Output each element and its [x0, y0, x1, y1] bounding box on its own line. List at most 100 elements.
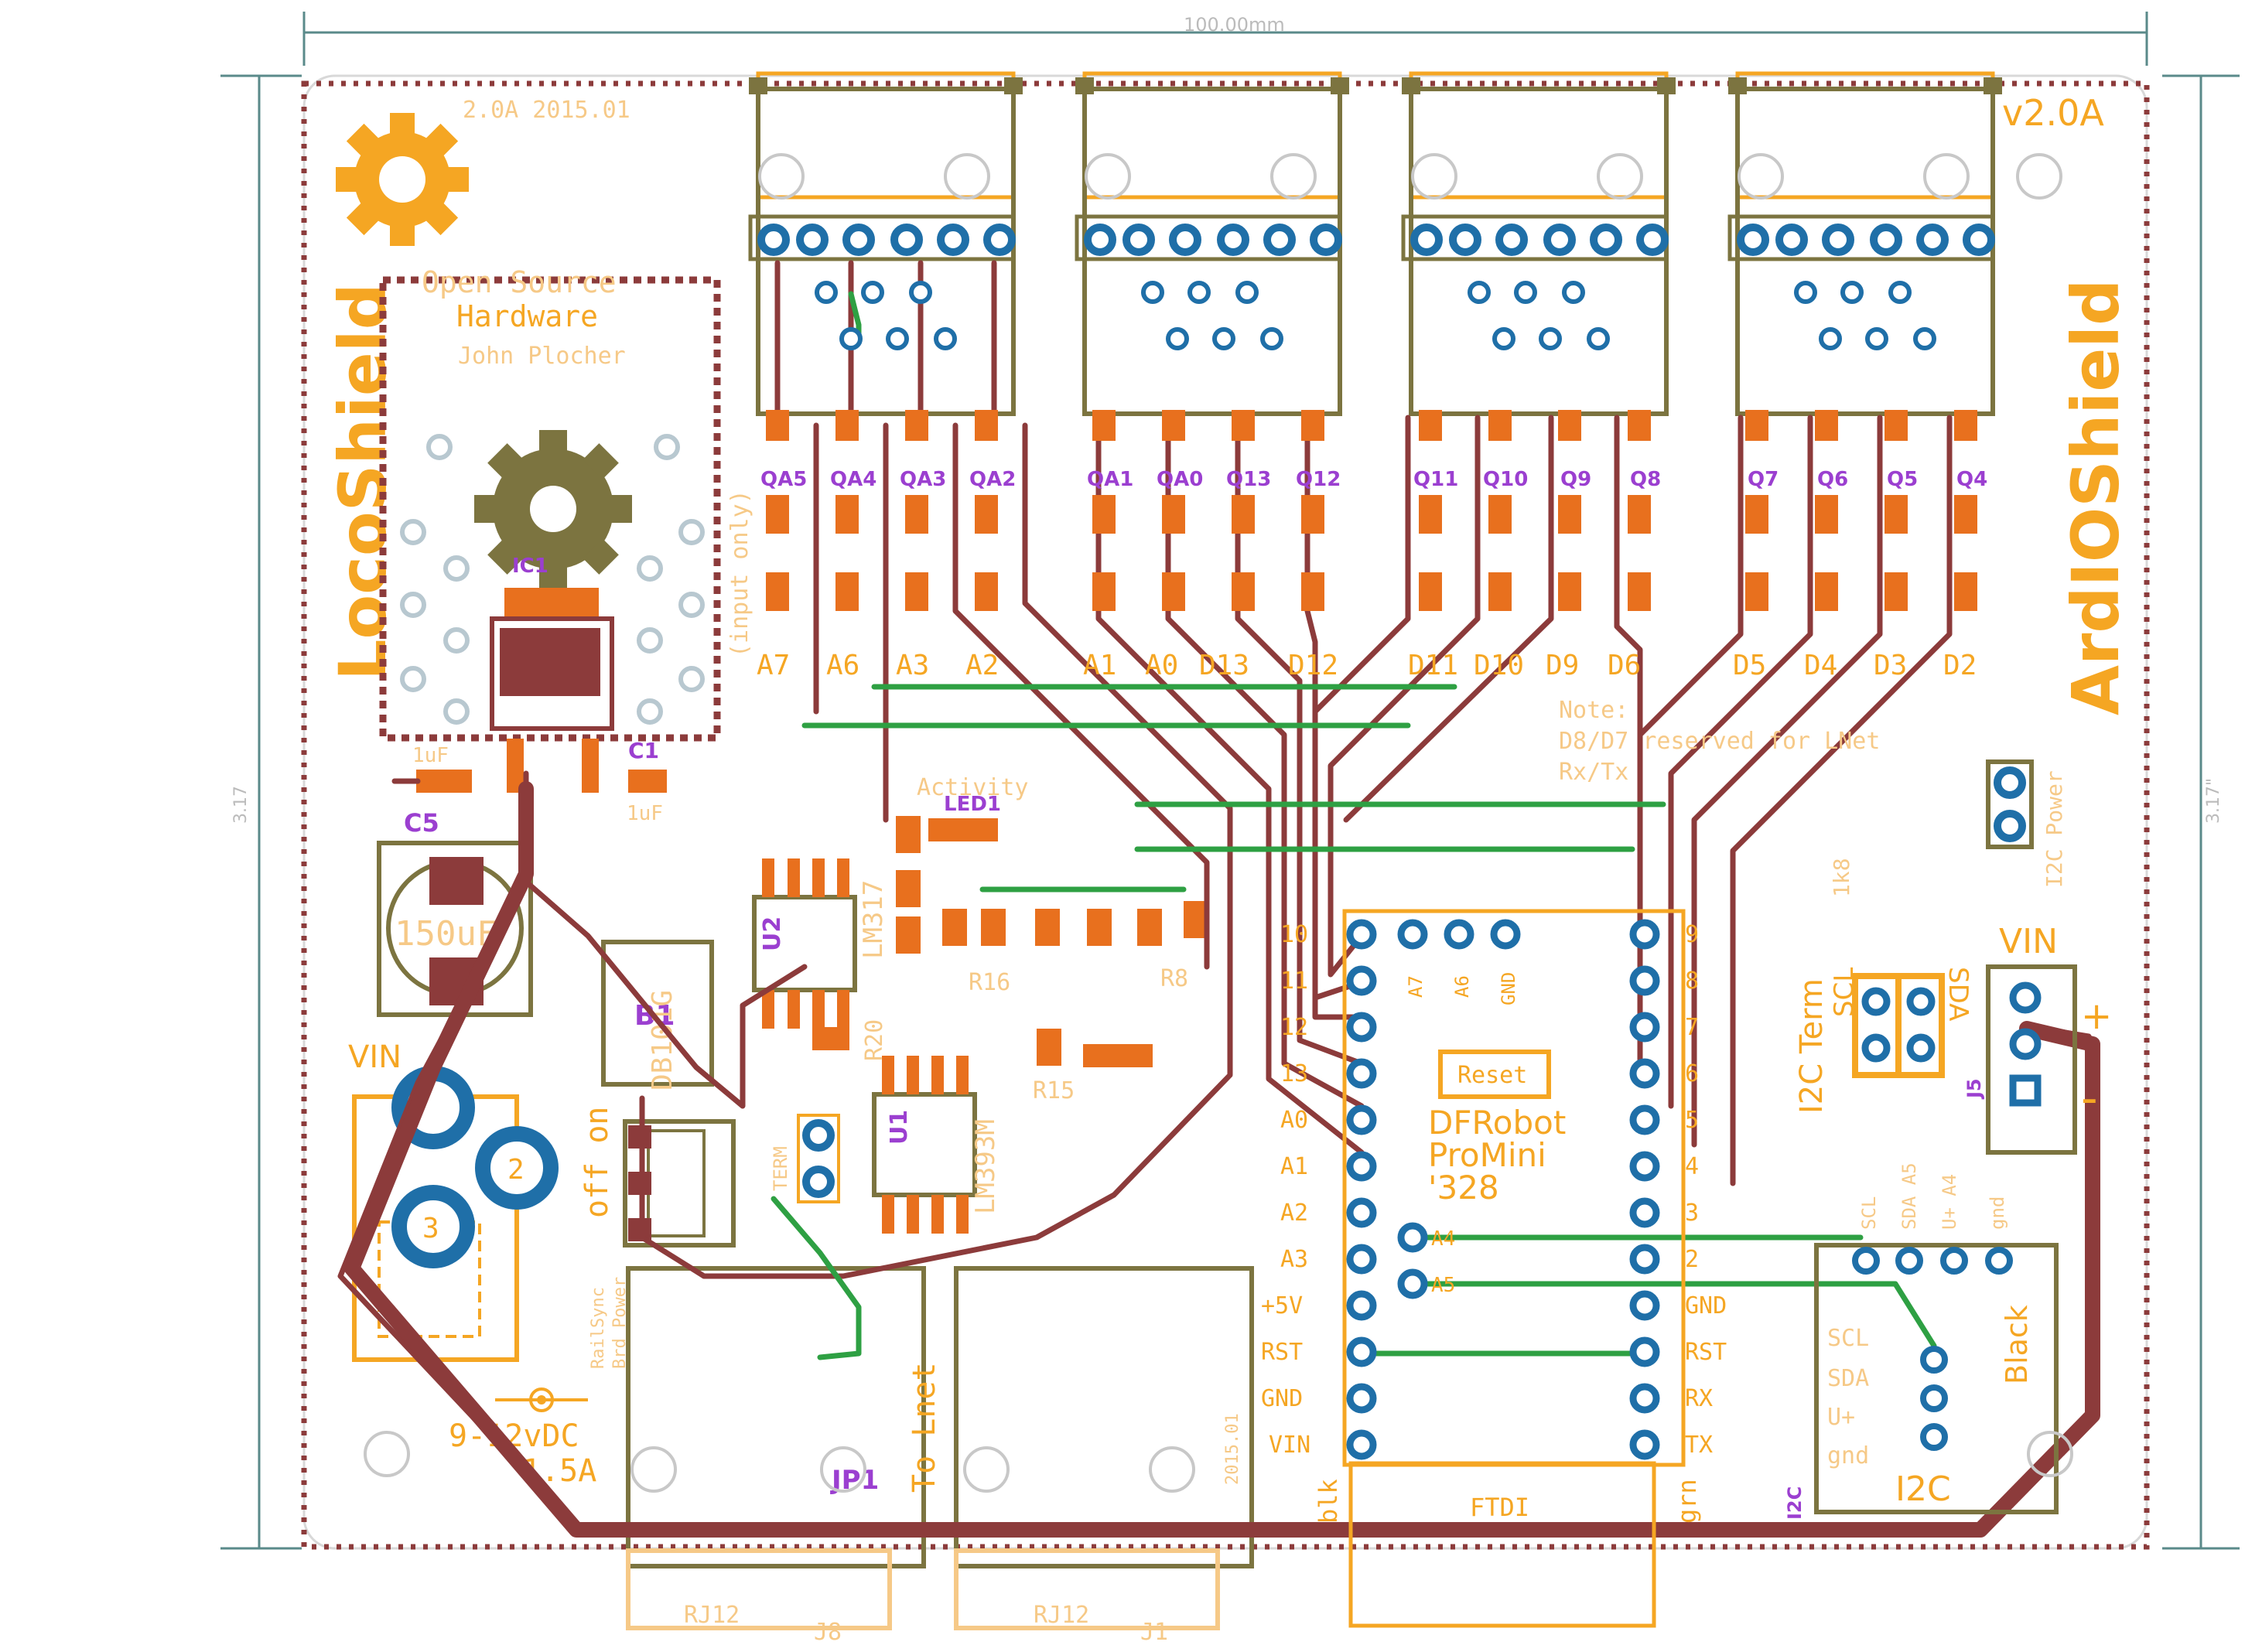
port-label: A6: [826, 650, 859, 681]
version-label: v2.0A: [2002, 92, 2104, 134]
resistor-label: QA5: [760, 468, 807, 491]
railsync-label: RailSync: [589, 1287, 608, 1369]
pin-label: 8: [1685, 968, 1699, 995]
j8-label: J8: [814, 1619, 842, 1646]
dimension-lines: [220, 12, 2240, 1550]
c5-pad-top: [429, 857, 484, 905]
j5-pads: [2009, 981, 2042, 1107]
power-switch-body: [647, 1129, 706, 1237]
vin-terminal-inner: [378, 1220, 481, 1338]
u1-outline: [872, 1092, 977, 1197]
u2-outline: [752, 895, 857, 992]
i2c-power-label: I2C Power: [2042, 770, 2067, 888]
pin-label: 11: [1280, 968, 1308, 995]
r1k8-label: 1k8: [1829, 858, 1854, 897]
osh-vias: [400, 434, 705, 725]
port-label: A3: [896, 650, 929, 681]
i2c-pin-label: U+: [1827, 1404, 1855, 1431]
mounting-holes: [364, 153, 2073, 1493]
r20-label: R20: [861, 1019, 888, 1061]
rj12-left-label: RJ12: [684, 1602, 740, 1629]
vin-conn-label: VIN: [1999, 922, 2058, 961]
ic1-label: IC1: [512, 555, 548, 578]
to-lnet-label: To Lnet: [907, 1362, 942, 1493]
port-label: A2: [965, 650, 999, 681]
resistor-label: Q4: [1956, 468, 1987, 491]
dimension-height-right-label: 3.17": [2204, 778, 2223, 824]
resistor-label: Q13: [1226, 468, 1271, 491]
c1-value: 1uF: [627, 802, 663, 825]
pin-label: 3: [1685, 1200, 1699, 1227]
port-label: D4: [1804, 650, 1837, 681]
power-switch-outline: [623, 1119, 736, 1248]
pin-label: RX: [1685, 1385, 1713, 1412]
pads-top-rows: [757, 224, 1995, 350]
off-on-label: off on: [579, 1107, 615, 1219]
i2c-top-label: SCL: [1858, 1196, 1880, 1230]
reset-button[interactable]: [1438, 1050, 1551, 1099]
term-label: TERM: [770, 1146, 791, 1191]
i2c-term-block: [1852, 973, 1945, 1078]
pin-label: RST: [1685, 1339, 1727, 1366]
i2c-header-outline: [1814, 1243, 2059, 1514]
u1-label: U1: [886, 1110, 913, 1145]
promini-right-pin-labels: 9 8 7 6 5 4 3 2 GND RST RX TX: [1685, 921, 1727, 1459]
polarity-icon: [495, 1387, 588, 1412]
pin-label: A4: [1431, 1227, 1455, 1251]
blk-label: blk: [1314, 1479, 1343, 1524]
osh-line2: Hardware: [456, 299, 598, 333]
center-resistors: [812, 816, 1208, 1067]
pin-label: A1: [1280, 1153, 1308, 1180]
vin-terminal-pad-2: [475, 1126, 559, 1210]
pin-label: A6: [1451, 975, 1473, 998]
vin-terminal-pad-3: [391, 1185, 475, 1268]
i2c-top-label: SDA A5: [1898, 1162, 1920, 1230]
pin-label: VIN: [1269, 1432, 1310, 1459]
c5-value: 150uF: [395, 914, 497, 954]
gear-icon: [474, 430, 632, 588]
osh-box: [379, 276, 721, 742]
resistor-label: Q7: [1748, 468, 1779, 491]
version-date: 2.0A 2015.01: [463, 97, 630, 124]
port-label: D12: [1288, 650, 1338, 681]
pin-label: 13: [1280, 1060, 1308, 1087]
j5-label: J5: [1963, 1078, 1985, 1100]
sda-label: SDA: [1943, 967, 1973, 1021]
rj12-right-outline: [954, 1266, 1254, 1568]
port-label: D5: [1733, 650, 1766, 681]
port-label: D10: [1474, 650, 1524, 681]
resistor-columns: [766, 410, 1977, 611]
note-line-1: Note:: [1559, 697, 1628, 724]
input-only-note: (input only): [726, 490, 753, 657]
led1-label: LED1: [944, 793, 1001, 816]
vin-terminal-3-label: 3: [422, 1213, 439, 1244]
ftdi-label: FTDI: [1470, 1493, 1529, 1522]
j1-label: J1: [1140, 1619, 1168, 1646]
r8-label: R8: [1160, 965, 1188, 992]
port-label: D13: [1199, 650, 1249, 681]
resistor-label: Q8: [1630, 468, 1661, 491]
port-label: A1: [1083, 650, 1116, 681]
i2c-header-pads: [1852, 1247, 2013, 1451]
i2c-pin-label: gnd: [1827, 1442, 1869, 1469]
top-rj-connectors: [748, 71, 2002, 416]
activity-label: Activity: [917, 774, 1029, 801]
promini-left-pin-labels: 10 11 12 13 A0 A1 A2 A3 +5V RST GND VIN: [1261, 921, 1310, 1459]
date-stamp: 2015.01: [1223, 1413, 1242, 1485]
rj12-left-outline: [626, 1266, 926, 1568]
i2c-term-label: I2C Term: [1794, 978, 1830, 1114]
promini-line1: DFRobot: [1428, 1104, 1566, 1142]
resistor-label: Q6: [1817, 468, 1848, 491]
i2c-header-labels: SCL SDA U+ gnd SCL SDA A5 U+ A4 gnd: [1827, 1162, 2008, 1469]
pin-label: 2: [1685, 1246, 1699, 1273]
pin-label: GND: [1498, 972, 1519, 1005]
resistor-label: QA2: [969, 468, 1016, 491]
port-label: D2: [1943, 650, 1977, 681]
c1-body: [628, 770, 667, 793]
pin-label: A3: [1280, 1246, 1308, 1273]
r15-label: R15: [1033, 1077, 1075, 1104]
promini-line3: '328: [1428, 1169, 1499, 1207]
u2-label: U2: [759, 916, 786, 951]
c5-label: C5: [404, 808, 439, 838]
